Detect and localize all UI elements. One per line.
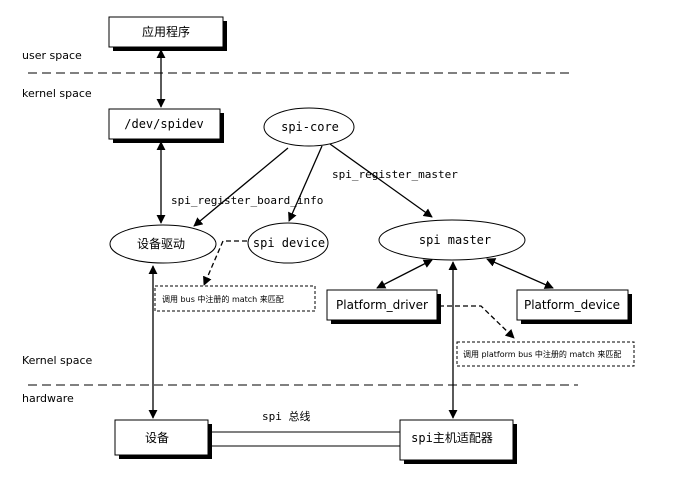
spi-host-adapter-box bbox=[399, 419, 514, 461]
core-spi-device-arrow bbox=[288, 145, 323, 222]
device-box bbox=[114, 419, 209, 456]
user-space-label: user space bbox=[22, 49, 82, 62]
app-box bbox=[108, 16, 224, 48]
core-driver-arrow bbox=[193, 147, 289, 227]
device-driver-label: 设备驱动 bbox=[137, 237, 185, 251]
hardware-label: hardware bbox=[22, 392, 74, 405]
platform-driver-box bbox=[326, 289, 438, 321]
platform-device-label: Platform_device bbox=[524, 298, 620, 312]
spi-master-ellipse bbox=[378, 219, 526, 261]
core-master-arrow bbox=[329, 143, 433, 218]
match-dashed-arrow bbox=[203, 240, 247, 286]
bus-match-note-text: 调用 bus 中注册的 match 来匹配 bbox=[162, 294, 284, 304]
spi-core-ellipse bbox=[263, 107, 355, 147]
spi-core-label: spi-core bbox=[281, 120, 339, 134]
platform-driver-label: Platform_driver bbox=[336, 298, 428, 312]
platform-driver-master-arrow bbox=[376, 259, 433, 289]
app-label: 应用程序 bbox=[142, 24, 190, 39]
platform-device-master-arrow bbox=[486, 258, 554, 289]
bus-match-note bbox=[154, 285, 316, 312]
spi-bus-label: spi 总线 bbox=[262, 409, 311, 423]
spidev-label: /dev/spidev bbox=[124, 117, 203, 131]
device-label: 设备 bbox=[145, 431, 169, 445]
spidev-box bbox=[108, 108, 221, 140]
platform-device-box bbox=[516, 289, 629, 321]
device-driver-ellipse bbox=[109, 224, 217, 264]
spi-device-label: spi device bbox=[253, 236, 325, 250]
platform-bus-match-note bbox=[456, 341, 635, 367]
kernel-space-label: kernel space bbox=[22, 87, 92, 100]
kernel-space-lower-label: Kernel space bbox=[22, 354, 93, 367]
platform-bus-match-note-text: 调用 platform bus 中注册的 match 来匹配 bbox=[463, 349, 621, 359]
platform-match-dashed-arrow bbox=[439, 305, 515, 339]
register-board-info-label: spi_register_board_info bbox=[171, 194, 323, 207]
spi-host-adapter-label: spi主机适配器 bbox=[411, 431, 493, 445]
register-master-label: spi_register_master bbox=[332, 168, 458, 181]
spi-device-ellipse bbox=[247, 222, 329, 264]
spi-master-label: spi master bbox=[419, 233, 491, 247]
